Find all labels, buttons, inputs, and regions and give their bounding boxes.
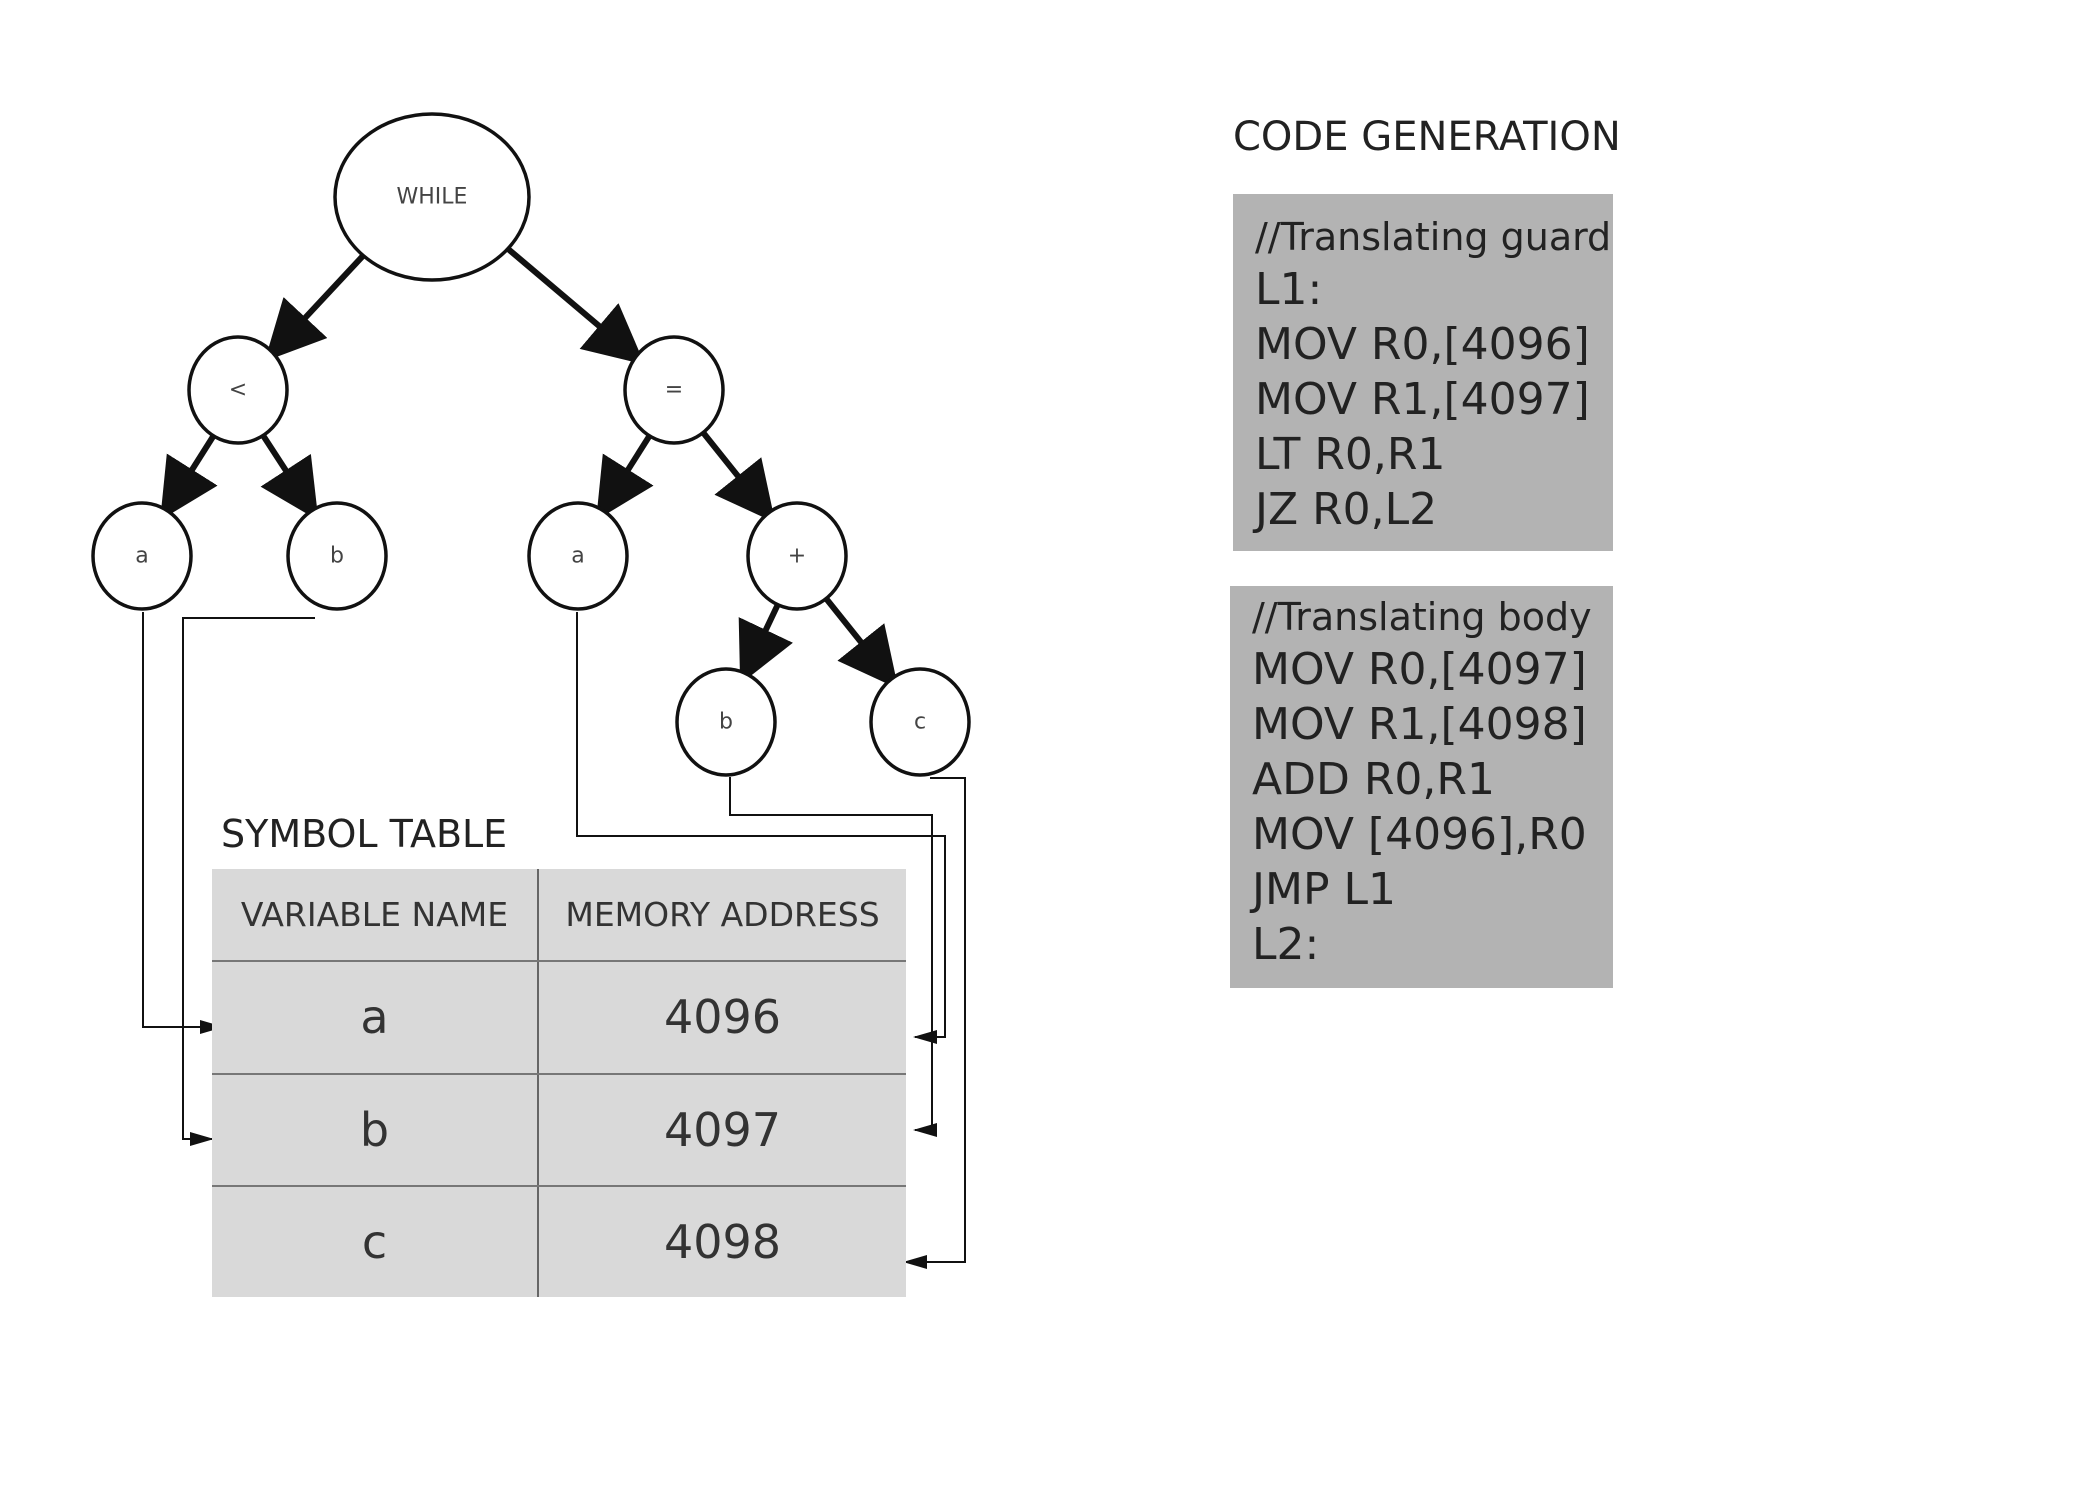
tree-edge-plus-c1 [823,596,899,689]
code-line: MOV R0,[4096] [1255,319,1590,370]
node-label: a [135,544,148,569]
code-line: LT R0,R1 [1255,429,1446,480]
guard-comment: //Translating guard [1255,215,1612,259]
node-ellipse [527,501,629,611]
node-label: c [914,710,926,735]
tree-edge-lt-b1 [260,433,319,521]
node-ellipse [746,501,848,611]
code-line: L1: [1255,264,1323,315]
node-ellipse [675,667,777,777]
tree-node-c1: c [869,667,971,777]
node-label: b [719,710,733,735]
link-a2-to-a [576,612,946,1044]
tree-nodes: WHILE < = a b a + b c [91,112,971,777]
code-line: MOV [4096],R0 [1252,809,1587,860]
variable-name-cell: b [212,1073,539,1188]
symbol-table: VARIABLE NAME MEMORY ADDRESS a 4096 b 40… [212,869,906,1297]
node-label: WHILE [397,185,468,210]
tree-node-b2: b [675,667,777,777]
link-a1-to-a [142,612,224,1034]
node-label: = [665,378,683,403]
node-label: b [330,544,344,569]
node-ellipse [187,335,289,445]
link-b2-to-b [729,777,937,1137]
tree-edges [160,246,899,689]
tree-node-a2: a [527,501,629,611]
code-generation-title: CODE GENERATION [1233,114,1621,160]
tree-edge-plus-b2 [738,603,793,685]
code-line: JZ R0,L2 [1255,484,1438,535]
guard-code-block: //Translating guard L1: MOV R0,[4096] MO… [1233,194,1613,551]
node-label: < [229,378,247,403]
code-line: L2: [1252,919,1320,970]
body-comment: //Translating body [1252,595,1592,639]
table-row: a 4096 [212,961,906,1075]
memory-address-cell: 4096 [538,961,906,1075]
node-label: + [788,544,806,569]
node-ellipse [333,112,531,282]
tree-node-plus: + [746,501,848,611]
tree-edge-while-eq [505,246,645,365]
node-ellipse [869,667,971,777]
tree-node-a1: a [91,501,193,611]
code-line: ADD R0,R1 [1252,754,1495,805]
header-variable-name: VARIABLE NAME [212,869,539,962]
tree-edge-lt-a1 [160,434,218,521]
symbol-links [142,612,966,1269]
memory-address-cell: 4097 [538,1073,906,1188]
node-label: a [571,544,584,569]
variable-name-cell: a [212,961,539,1075]
node-ellipse [91,501,193,611]
variable-name-cell: c [212,1186,539,1297]
symbol-table-title: SYMBOL TABLE [221,812,508,856]
table-row: c 4098 [212,1186,906,1297]
header-memory-address: MEMORY ADDRESS [538,869,906,962]
symbol-table-header-row: VARIABLE NAME MEMORY ADDRESS [212,869,906,962]
tree-node-lt: < [187,335,289,445]
code-line: JMP L1 [1252,864,1396,915]
tree-node-b1: b [286,501,388,611]
tree-edge-eq-plus [700,430,776,523]
node-ellipse [623,335,725,445]
code-line: MOV R0,[4097] [1252,644,1587,695]
node-ellipse [286,501,388,611]
table-row: b 4097 [212,1073,906,1188]
tree-node-while: WHILE [333,112,531,282]
code-line: MOV R1,[4097] [1255,374,1590,425]
body-code-block: //Translating body MOV R0,[4097] MOV R1,… [1230,586,1613,988]
link-c1-to-c [903,777,966,1269]
memory-address-cell: 4098 [663,1215,782,1270]
tree-edge-while-lt [264,253,366,362]
tree-node-eq: = [623,335,725,445]
code-line: MOV R1,[4098] [1252,699,1587,750]
link-b1-to-b [182,617,315,1146]
tree-edge-eq-a2 [596,434,654,521]
